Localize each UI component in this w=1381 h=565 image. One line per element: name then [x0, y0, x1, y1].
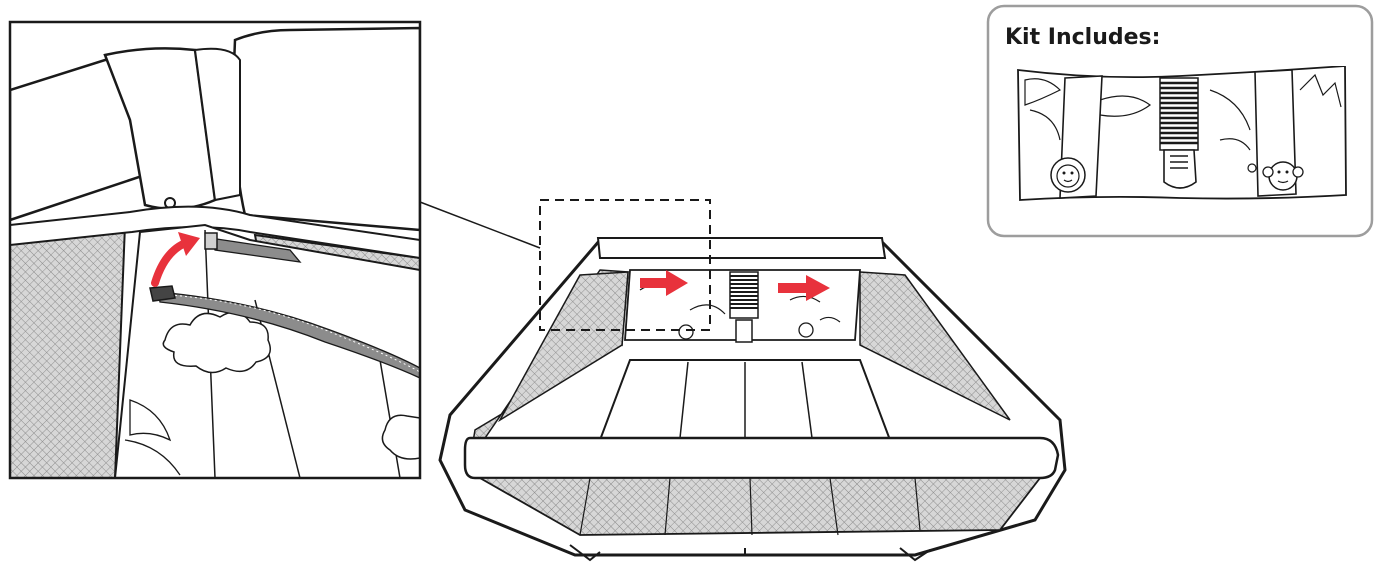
kit-includes-title: Kit Includes: — [1005, 25, 1160, 50]
lion-face-icon — [1050, 157, 1086, 193]
center-strap — [729, 271, 759, 343]
kit-includes-box: Kit Includes: — [986, 4, 1374, 238]
insert-arrow-right — [778, 275, 830, 301]
mattress — [598, 359, 892, 441]
kit-panel-illustration — [1017, 66, 1347, 201]
front-rail — [463, 436, 1060, 480]
detail-panel — [8, 20, 422, 480]
playard-illustration — [438, 237, 1067, 562]
insert-arrow-left — [640, 270, 688, 296]
leader-line — [419, 201, 541, 249]
monkey-face-icon — [1262, 161, 1304, 191]
